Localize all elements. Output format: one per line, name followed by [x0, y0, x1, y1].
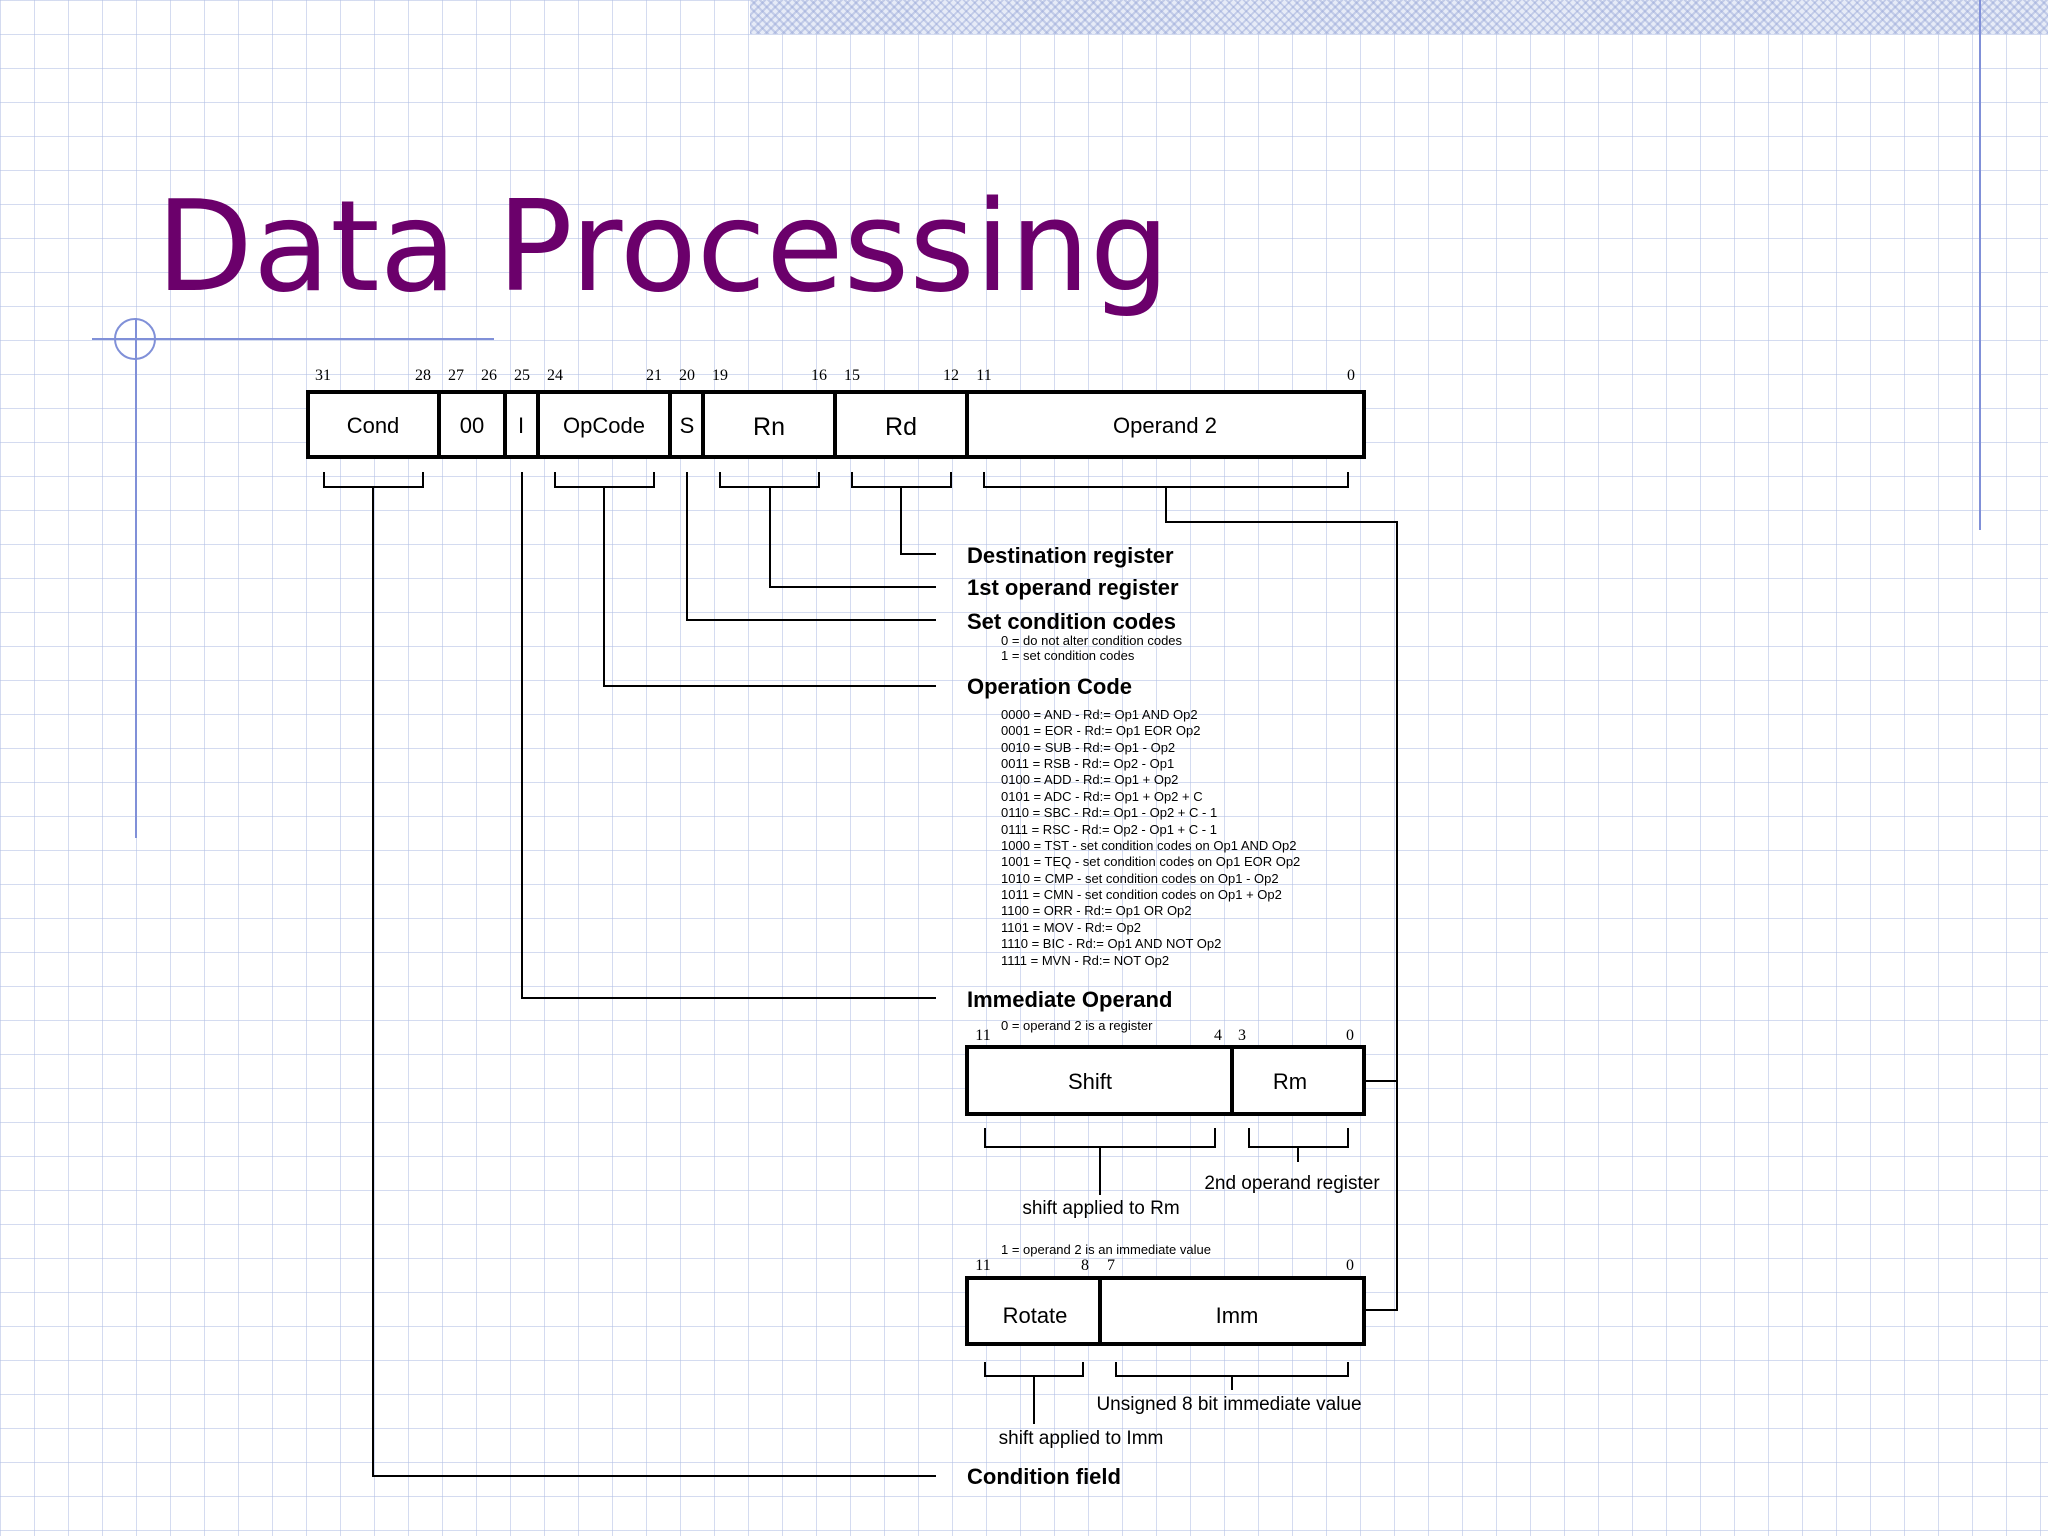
operand2-register-box — [965, 1045, 1366, 1116]
rn-bracket — [719, 472, 820, 488]
opcode-entry: 0111 = RSC - Rd:= Op2 - Op1 + C - 1 — [1001, 822, 1217, 837]
field-rn: Rn — [753, 413, 785, 441]
opcode-entry: 1101 = MOV - Rd:= Op2 — [1001, 920, 1141, 935]
label-operation-code: Operation Code — [967, 674, 1132, 699]
bit-15: 15 — [844, 367, 860, 384]
bit-25: 25 — [514, 367, 530, 384]
field-i: I — [518, 413, 524, 438]
bit-24: 24 — [547, 367, 563, 384]
bit-11: 11 — [976, 367, 991, 384]
bit-31: 31 — [315, 367, 331, 384]
register-case-note: 0 = operand 2 is a register — [1001, 1018, 1153, 1033]
reg-bit-3: 3 — [1238, 1027, 1246, 1044]
opcode-entry: 1110 = BIC - Rd:= Op1 AND NOT Op2 — [1001, 936, 1221, 951]
opcode-entry: 0001 = EOR - Rd:= Op1 EOR Op2 — [1001, 723, 1200, 738]
rn-leader — [769, 487, 936, 588]
field-imm: Imm — [1216, 1303, 1259, 1328]
field-00: 00 — [460, 413, 484, 438]
cond-bracket — [323, 472, 424, 488]
operand2-immediate-box — [965, 1276, 1366, 1346]
opcode-entry: 0010 = SUB - Rd:= Op1 - Op2 — [1001, 740, 1175, 755]
annotations: Destination register 1st operand registe… — [967, 543, 1300, 1489]
bit-20: 20 — [679, 367, 695, 384]
opcode-entry: 1000 = TST - set condition codes on Op1 … — [1001, 838, 1296, 853]
page-title: Data Processing — [156, 173, 1170, 320]
set-cc-line: 1 = set condition codes — [1001, 648, 1135, 663]
immediate-case-note: 1 = operand 2 is an immediate value — [1001, 1242, 1211, 1257]
field-opcode: OpCode — [563, 413, 645, 438]
bit-21: 21 — [646, 367, 662, 384]
opcode-entry: 0101 = ADC - Rd:= Op1 + Op2 + C — [1001, 789, 1203, 804]
imm-bit-0: 0 — [1346, 1257, 1354, 1274]
opcode-entry: 0011 = RSB - Rd:= Op2 - Op1 — [1001, 756, 1174, 771]
label-set-condition-codes: Set condition codes — [967, 609, 1176, 634]
field-s: S — [680, 413, 695, 438]
rotate-note: shift applied to Imm — [999, 1428, 1164, 1449]
reg-bit-11: 11 — [975, 1027, 990, 1044]
operand2-register-form: 11 4 3 0 Shift Rm shift applied to Rm 2n… — [965, 1027, 1380, 1219]
rd-leader — [900, 487, 936, 555]
opcode-entry: 1001 = TEQ - set condition codes on Op1 … — [1001, 854, 1300, 869]
imm-bit-8: 8 — [1081, 1257, 1089, 1274]
imm-bit-11: 11 — [975, 1257, 990, 1274]
bit-28: 28 — [415, 367, 431, 384]
opcode-bracket — [554, 472, 655, 488]
bit-12: 12 — [943, 367, 959, 384]
operand2-leader — [1165, 487, 1398, 1311]
reg-bit-4: 4 — [1214, 1027, 1222, 1044]
bit-27: 27 — [448, 367, 464, 384]
label-immediate-operand: Immediate Operand — [967, 987, 1172, 1012]
instruction-word: 31 28 27 26 25 24 21 20 19 16 15 12 11 0… — [306, 367, 1366, 459]
field-dividers — [437, 392, 969, 457]
label-destination-register: Destination register — [967, 543, 1174, 568]
shift-note: shift applied to Rm — [1022, 1198, 1179, 1219]
field-rotate: Rotate — [1003, 1303, 1068, 1328]
field-rd: Rd — [885, 413, 917, 441]
imm-bit-7: 7 — [1107, 1257, 1115, 1274]
field-rm: Rm — [1273, 1069, 1307, 1094]
opcode-entry: 1010 = CMP - set condition codes on Op1 … — [1001, 871, 1279, 886]
title-underline — [92, 338, 494, 340]
field-cond: Cond — [347, 413, 400, 438]
opcode-entry: 1100 = ORR - Rd:= Op1 OR Op2 — [1001, 903, 1192, 918]
rd-bracket — [851, 472, 952, 488]
opcode-entry: 0110 = SBC - Rd:= Op1 - Op2 + C - 1 — [1001, 805, 1217, 820]
operand2-bracket — [983, 472, 1349, 488]
imm-bracket — [1115, 1362, 1349, 1377]
reg-bit-0: 0 — [1346, 1027, 1354, 1044]
imm-note: Unsigned 8 bit immediate value — [1096, 1394, 1361, 1415]
right-accent-line — [1979, 0, 1981, 530]
bit-16: 16 — [811, 367, 827, 384]
operand2-immediate-form: 11 8 7 0 Rotate Imm shift applied to Imm… — [965, 1257, 1366, 1449]
rotate-bracket — [984, 1362, 1084, 1377]
field-shift: Shift — [1068, 1069, 1112, 1094]
immediate-leader — [521, 472, 936, 999]
cond-leader — [372, 487, 936, 1477]
opcode-entry: 1011 = CMN - set condition codes on Op1 … — [1001, 887, 1282, 902]
set-cc-line: 0 = do not alter condition codes — [1001, 633, 1183, 648]
left-accent-line — [135, 318, 137, 838]
opcode-leader — [603, 487, 936, 687]
opcode-entry: 0000 = AND - Rd:= Op1 AND Op2 — [1001, 707, 1198, 722]
bit-26: 26 — [481, 367, 497, 384]
header-band — [750, 0, 2048, 34]
s-leader — [686, 472, 936, 621]
label-condition-field: Condition field — [967, 1464, 1121, 1489]
connector-lines — [323, 472, 1398, 1477]
rm-bracket — [1248, 1128, 1349, 1148]
bit-19: 19 — [712, 367, 728, 384]
field-operand2: Operand 2 — [1113, 413, 1217, 438]
bit-0: 0 — [1347, 367, 1355, 384]
opcode-entry: 1111 = MVN - Rd:= NOT Op2 — [1001, 953, 1169, 968]
title-circle-ornament — [114, 318, 156, 360]
opcode-entry: 0100 = ADD - Rd:= Op1 + Op2 — [1001, 772, 1178, 787]
rm-note: 2nd operand register — [1204, 1173, 1380, 1194]
label-first-operand-register: 1st operand register — [967, 575, 1179, 600]
shift-bracket — [984, 1128, 1216, 1148]
